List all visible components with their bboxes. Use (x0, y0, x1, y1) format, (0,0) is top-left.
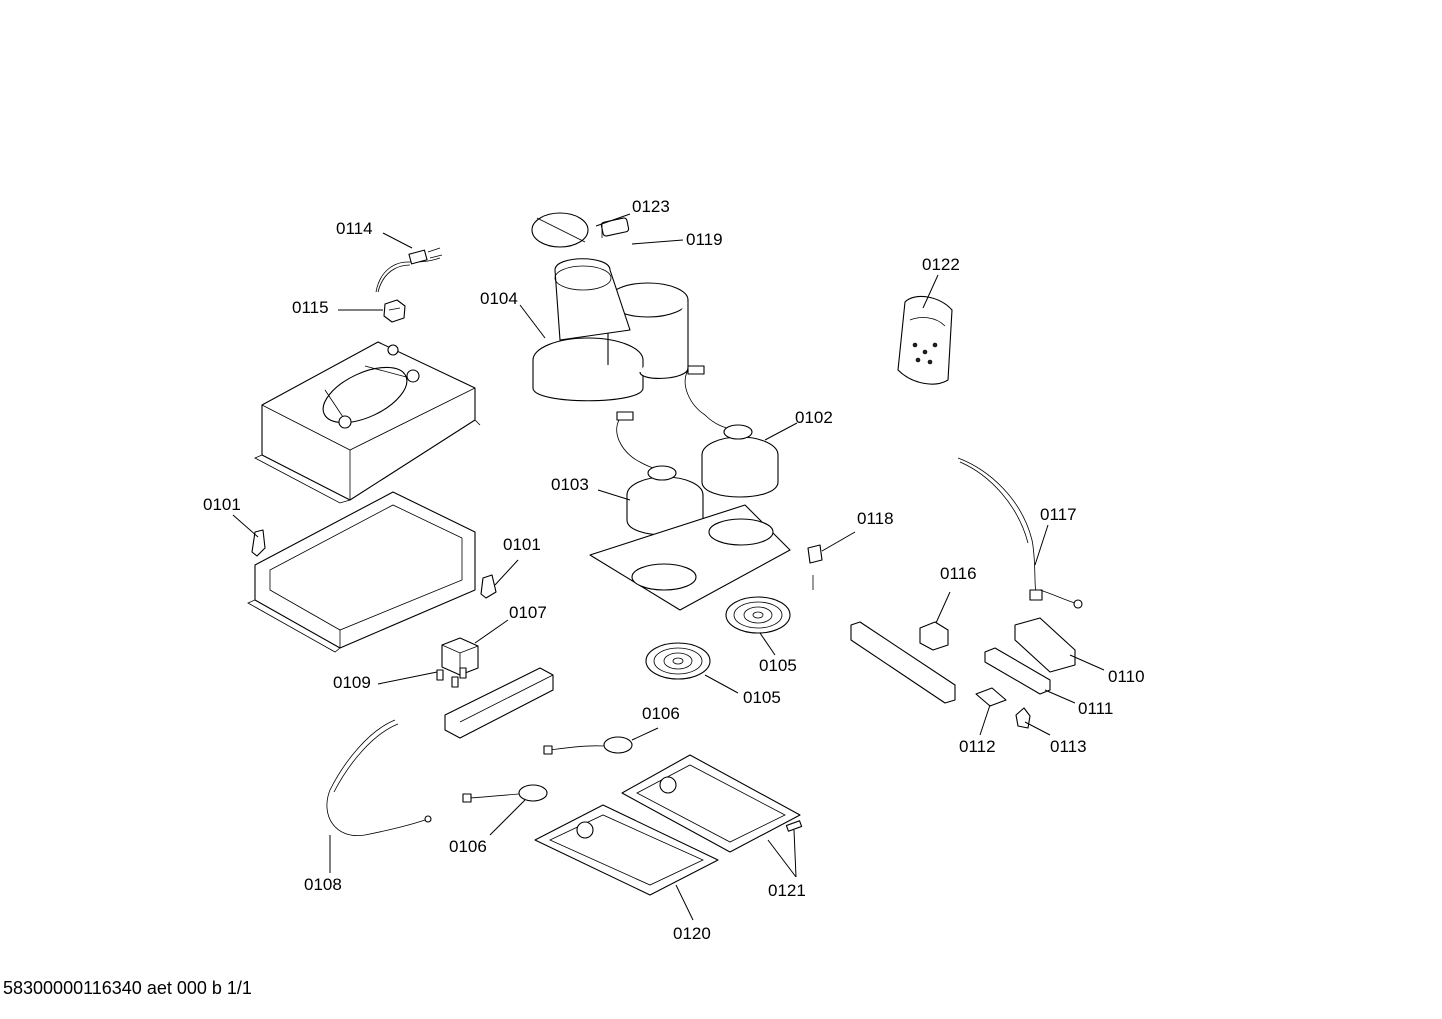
label-0123: 0123 (632, 197, 670, 216)
part-0123-glass (531, 212, 589, 248)
part-0101-clip-left (251, 529, 266, 557)
label-0121: 0121 (768, 881, 806, 900)
label-0104: 0104 (480, 289, 518, 308)
label-0106-lower: 0106 (449, 837, 487, 856)
label-0119: 0119 (686, 230, 723, 249)
part-labels: 0114 0115 0123 0119 0104 0122 0102 0103 … (203, 197, 1145, 943)
part-0104-air-duct (532, 258, 689, 402)
label-0115: 0115 (292, 298, 329, 317)
part-0109-spacers (436, 667, 467, 688)
motor-base-plate (589, 504, 791, 611)
label-0106-upper: 0106 (642, 704, 680, 723)
drawing-reference: 58300000116340 aet 000 b 1/1 (3, 978, 252, 998)
part-0122-screw-bag (897, 295, 953, 385)
part-0117-cable (957, 457, 1083, 609)
label-0114: 0114 (336, 219, 373, 238)
hood-frame (247, 491, 476, 653)
part-0112-clip (975, 687, 1007, 707)
part-0119-lamp (600, 217, 630, 238)
label-0111: 0111 (1078, 699, 1113, 718)
part-0115-nut (383, 299, 406, 323)
hood-housing (254, 341, 481, 504)
label-0117: 0117 (1040, 505, 1077, 524)
label-0122: 0122 (922, 255, 960, 274)
control-strip (444, 667, 554, 739)
part-0103-motor (616, 411, 704, 536)
part-0101-clip-right (480, 574, 497, 599)
part-0120-filter (534, 804, 719, 896)
label-0105-left: 0105 (743, 688, 781, 707)
part-0107-transformer (441, 637, 479, 676)
label-0112: 0112 (959, 737, 996, 756)
part-0106-lamp-upper (543, 736, 633, 755)
part-0105-grille-right (725, 596, 791, 634)
part-0110-bracket (1014, 617, 1076, 673)
part-0111-holder (984, 647, 1051, 695)
label-0107: 0107 (509, 603, 547, 622)
label-0116: 0116 (940, 564, 977, 583)
label-0113: 0113 (1050, 737, 1087, 756)
label-0109: 0109 (333, 673, 371, 692)
label-0120: 0120 (673, 924, 711, 943)
label-0110: 0110 (1108, 667, 1145, 686)
part-0105-grille-left (645, 642, 711, 680)
label-0105-right: 0105 (759, 656, 797, 675)
part-0102-motor (684, 365, 779, 498)
part-0118-bracket (807, 544, 823, 590)
label-0118: 0118 (857, 509, 894, 528)
label-0103: 0103 (551, 475, 589, 494)
part-0114-power-cord (375, 247, 443, 293)
part-0106-lamp-lower (462, 784, 548, 803)
label-0101-right: 0101 (503, 535, 541, 554)
label-0108: 0108 (304, 875, 342, 894)
part-0116-connector (919, 621, 949, 651)
part-0113-clip (1015, 707, 1031, 729)
part-0121-filter (621, 754, 803, 853)
part-0108-wire (326, 719, 432, 837)
mounting-strip (850, 621, 956, 704)
label-0101-left: 0101 (203, 495, 241, 514)
leader-lines (232, 213, 1105, 921)
label-0102: 0102 (795, 408, 833, 427)
